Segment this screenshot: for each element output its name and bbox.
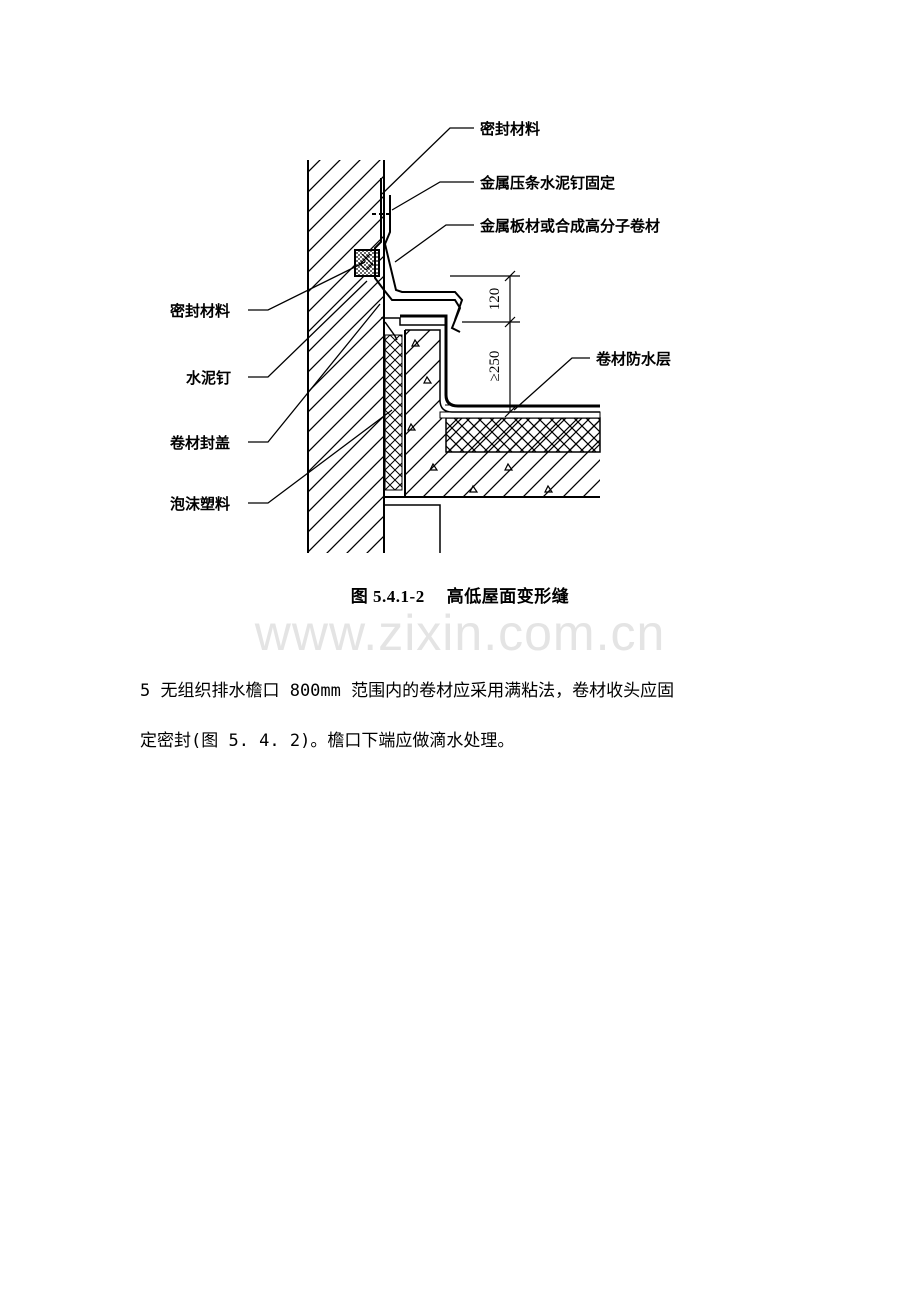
watermark: www.zixin.com.cn xyxy=(254,605,666,661)
foam-filler xyxy=(384,334,403,491)
insulation-layer xyxy=(445,417,601,453)
leader-lines xyxy=(248,127,590,504)
body-text-line-1: 5 无组织排水檐口 800mm 范围内的卷材应采用满粘法，卷材收头应固 xyxy=(140,681,675,701)
dimension-upper: 120 xyxy=(487,288,503,311)
label-metal-strip: 金属压条水泥钉固定 xyxy=(479,174,615,192)
caption-title: 高低屋面变形缝 xyxy=(446,587,570,606)
label-membrane-cap: 卷材封盖 xyxy=(169,434,230,452)
concrete-symbols xyxy=(407,338,554,493)
label-sealant-top: 密封材料 xyxy=(480,120,540,138)
caption-number: 图 5.4.1-2 xyxy=(350,587,425,606)
deformation-joint-diagram: 120 ≥250 密封材料 金属压条水泥钉固定 金属板材或合成高分子卷材 密封材… xyxy=(169,120,671,553)
dimension-lower: ≥250 xyxy=(487,351,503,382)
body-text-line-2: 定密封(图 5. 4. 2)。檐口下端应做滴水处理。 xyxy=(140,731,515,751)
label-cement-nail: 水泥钉 xyxy=(186,369,231,387)
screed-fill xyxy=(439,411,601,419)
label-metal-sheet: 金属板材或合成高分子卷材 xyxy=(479,217,660,235)
label-sealant-left: 密封材料 xyxy=(170,302,230,320)
dimension-lines xyxy=(450,270,520,418)
waterproof-membrane xyxy=(400,314,600,408)
figure-caption: 图 5.4.1-2 高低屋面变形缝 xyxy=(0,582,920,607)
label-foam: 泡沫塑料 xyxy=(170,495,230,513)
label-waterproof-layer: 卷材防水层 xyxy=(595,350,671,368)
high-wall xyxy=(307,160,385,553)
